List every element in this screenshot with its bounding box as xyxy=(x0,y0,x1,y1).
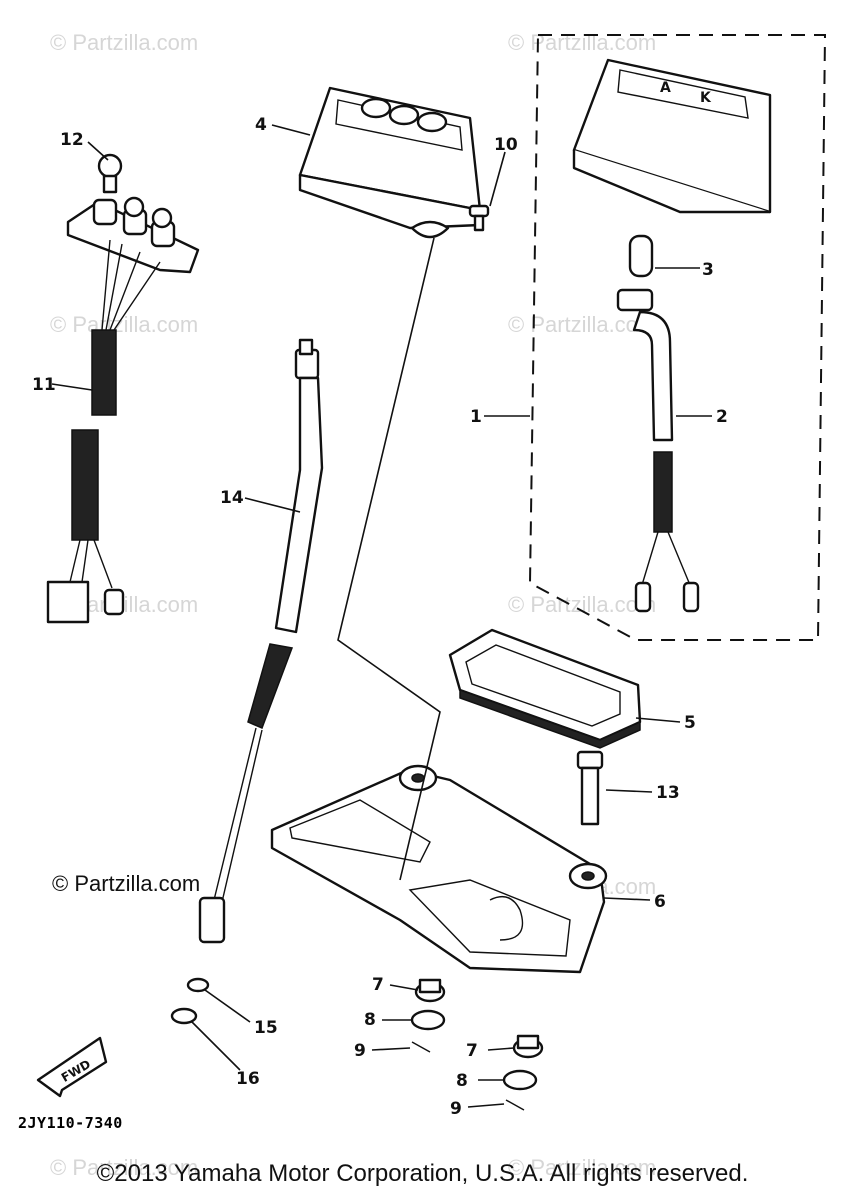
watermark: © Partzilla.com xyxy=(508,592,656,617)
callout-16: 16 xyxy=(236,1069,260,1089)
callout-11: 11 xyxy=(32,375,56,395)
assembly-boundary xyxy=(528,34,827,641)
callout-7: 7 xyxy=(466,1041,478,1061)
meter-housing xyxy=(298,86,482,239)
callout-13: 13 xyxy=(656,783,680,803)
svg-text:K: K xyxy=(700,90,712,106)
callout-3: 3 xyxy=(702,260,714,280)
callout-14: 14 xyxy=(220,488,244,508)
bolt xyxy=(576,750,604,826)
callout-10: 10 xyxy=(494,135,518,155)
callout-9: 9 xyxy=(354,1041,366,1061)
callout-1: 1 xyxy=(470,407,482,427)
callout-6: 6 xyxy=(654,892,666,912)
bulb-holder xyxy=(66,153,200,274)
callout-5: 5 xyxy=(684,713,696,733)
clip-and-washer xyxy=(170,977,210,1025)
callout-7: 7 xyxy=(372,975,384,995)
diagram-code: 2JY110-7340 xyxy=(18,1114,123,1132)
damper-ring xyxy=(448,628,642,749)
callout-2: 2 xyxy=(716,407,728,427)
callout-15: 15 xyxy=(254,1018,278,1038)
fwd-arrow-icon: FWD xyxy=(36,1036,108,1098)
callouts: 4 12 10 3 2 1 11 14 5 13 6 7 8 9 7 8 9 1… xyxy=(32,115,728,1119)
screw xyxy=(468,204,490,232)
meter-bracket xyxy=(270,764,608,974)
watermark: © Partzilla.com xyxy=(508,1155,656,1180)
watermark: © Partzilla.com xyxy=(508,30,656,55)
svg-text:A: A xyxy=(660,80,671,96)
speedometer-cable xyxy=(198,338,324,944)
wire-harness xyxy=(46,239,161,624)
watermark: © Partzilla.com xyxy=(50,30,198,55)
copyright-notice: ©2013 Yamaha Motor Corporation, U.S.A. A… xyxy=(96,1160,749,1187)
callout-9: 9 xyxy=(450,1099,462,1119)
gauge-assembly-housing: A K xyxy=(572,58,772,214)
callout-4: 4 xyxy=(255,115,267,135)
socket-cord xyxy=(616,288,700,613)
bulb xyxy=(628,234,654,278)
leader-lines xyxy=(51,124,712,1108)
callout-8: 8 xyxy=(456,1071,468,1091)
partzilla-mark: © Partzilla.com xyxy=(52,871,201,896)
watermark: © Partzilla.com xyxy=(508,312,656,337)
callout-8: 8 xyxy=(364,1010,376,1030)
watermark: © Partzilla.com xyxy=(50,1155,198,1180)
callout-12: 12 xyxy=(60,130,84,150)
